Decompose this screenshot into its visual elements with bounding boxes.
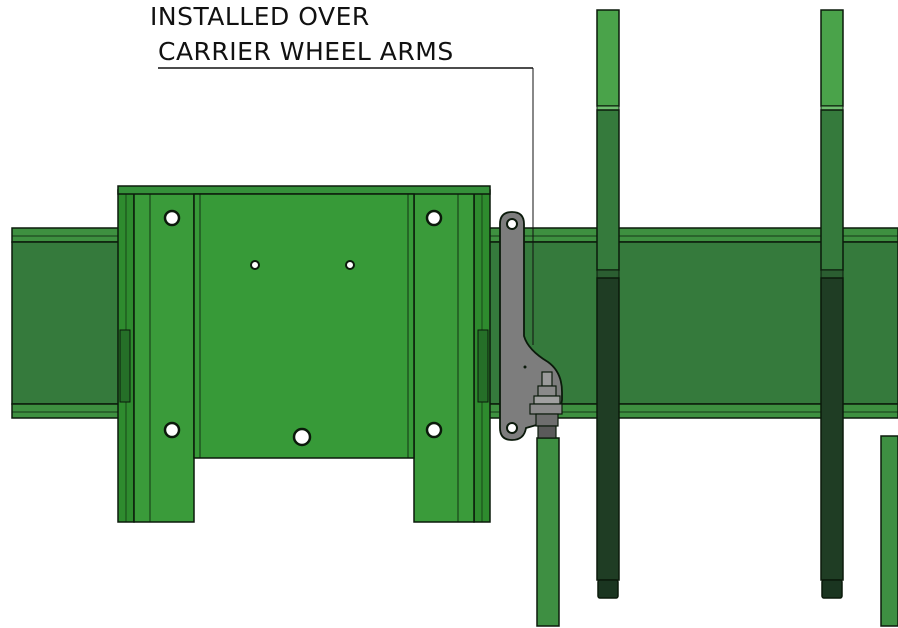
grease-fitting-icon <box>529 371 563 439</box>
hole-top-right <box>425 209 443 227</box>
carrier-wheel-arm-right <box>820 9 844 599</box>
hole-small-right <box>345 260 355 270</box>
hole-small-left <box>250 260 260 270</box>
bracket-holes <box>163 209 443 447</box>
hole-bottom-left <box>163 421 181 439</box>
lower-arm-right <box>880 435 898 627</box>
lower-arm-center <box>536 437 560 627</box>
callout-line-2: CARRIER WHEEL ARMS <box>158 37 454 66</box>
pivot-pin-bottom <box>506 422 518 434</box>
hole-top-left <box>163 209 181 227</box>
callout-line-1: INSTALLED OVER <box>150 2 370 31</box>
hole-center-bottom <box>292 427 312 447</box>
hole-bottom-right <box>425 421 443 439</box>
callout: INSTALLED OVER CARRIER WHEEL ARMS <box>150 2 534 345</box>
pivot-pin-top <box>506 218 518 230</box>
carrier-wheel-arm-left <box>596 9 620 599</box>
mounting-bracket <box>117 185 491 523</box>
